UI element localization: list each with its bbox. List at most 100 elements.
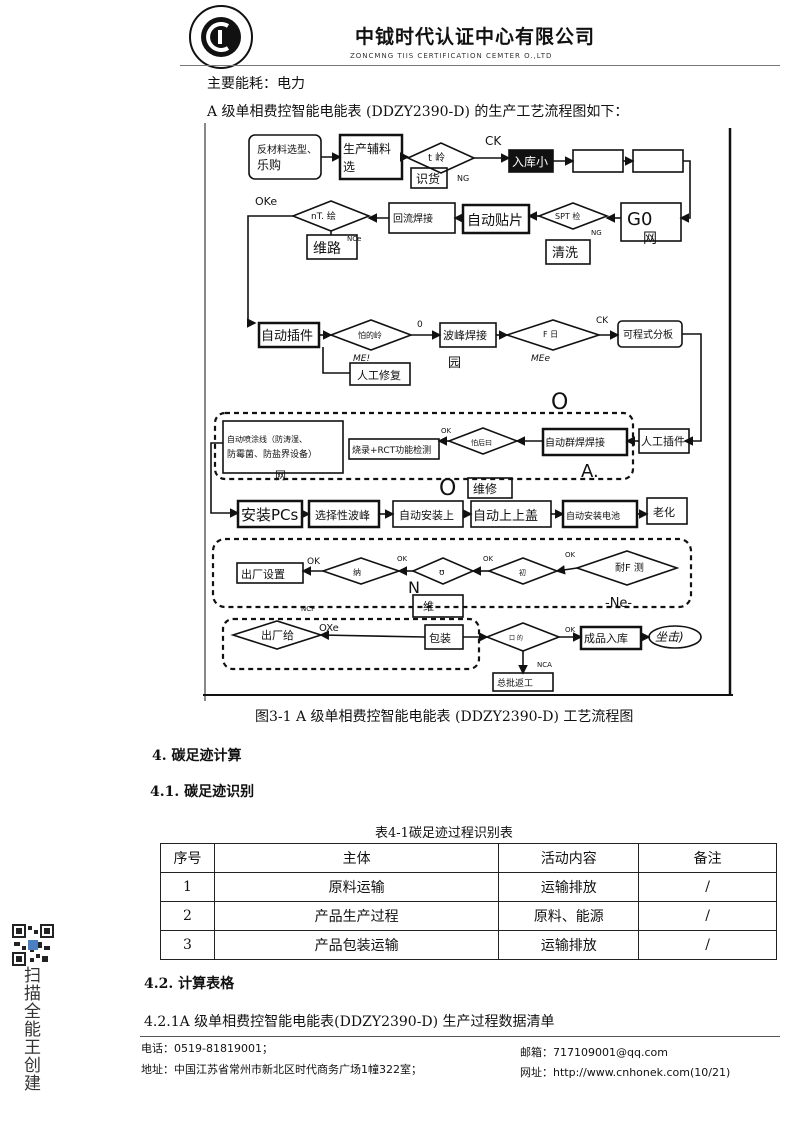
cell-remark: / xyxy=(638,872,777,902)
lbl-net4: 网 xyxy=(275,469,286,482)
lbl-d1: t 岭 xyxy=(428,151,445,164)
lbl-receive: 识货 xyxy=(416,171,440,186)
lbl-d2: nT. 绘 xyxy=(311,210,336,222)
lbl-me: ME! xyxy=(353,354,370,364)
cell-remark: / xyxy=(638,901,777,931)
group-row4 xyxy=(213,411,635,481)
lbl-aging: 老化 xyxy=(653,505,675,519)
footer-address: 地址：中国江苏省常州市新北区时代商务广场1幢322室； xyxy=(141,1063,422,1076)
box-go xyxy=(620,202,682,242)
section-4-1-title: 4.1. 碳足迹识别 xyxy=(150,784,255,800)
lbl-repair-road: 维路 xyxy=(313,241,341,257)
lbl-net: 网 xyxy=(643,231,657,247)
energy-text: 主要能耗：电力 xyxy=(207,76,305,92)
company-name: 中钺时代认证中心有限公司 xyxy=(355,26,596,48)
lbl-mee: MEe xyxy=(531,354,550,364)
lbl-sale: 坐击) xyxy=(655,630,684,644)
lbl-rework: 总批返工 xyxy=(497,677,533,689)
lbl-reflow: 回流焊接 xyxy=(393,212,433,225)
lbl-d61: 纳 xyxy=(353,567,361,577)
cell-subject: 产品包装运输 xyxy=(213,930,500,960)
lbl-ng1: NG xyxy=(457,174,469,183)
lbl-ok6b: OK xyxy=(397,555,408,563)
lbl-ok2: OKe xyxy=(255,195,277,208)
group-row6 xyxy=(211,537,693,609)
lbl-nce: NCe xyxy=(347,235,361,243)
lbl-nca: NCA xyxy=(537,661,552,669)
section-4-2-1-title: 4.2.1A 级单相费控智能电能表(DDZY2390-D) 生产过程数据清单 xyxy=(144,1014,555,1030)
cell-seq: 1 xyxy=(160,872,215,902)
flowchart-caption: 图3-1 A 级单相费控智能电能表 (DDZY2390-D) 工艺流程图 xyxy=(255,709,634,725)
lbl-withstand: 耐F 测 xyxy=(615,561,644,574)
lbl-d4: 怕后曰 xyxy=(471,438,492,447)
decision-withstand xyxy=(574,550,680,586)
lbl-zero: 0 xyxy=(417,320,423,330)
decision-r7 xyxy=(484,622,562,652)
scan-watermark: 扫描全能王创建 xyxy=(20,966,40,1092)
lbl-repair4: 维修 xyxy=(473,481,497,496)
table-row: 1 原料运输 运输排放 / xyxy=(160,872,777,902)
lbl-ng2: NG xyxy=(591,229,602,237)
lbl-d7: 口 的 xyxy=(509,634,523,642)
table-caption: 表4-1碳足迹过程识别表 xyxy=(375,826,513,841)
lbl-ok7: OK xyxy=(565,626,576,634)
lbl-a4: A. xyxy=(581,461,599,482)
group-row7 xyxy=(221,617,481,671)
lbl-insert: 自动插件 xyxy=(261,329,313,344)
lbl-raw-material: 反材料选型、 xyxy=(257,143,317,156)
lbl-split: 可程式分板 xyxy=(623,328,673,341)
lbl-ship: 出厂给 xyxy=(261,628,294,642)
box-manual-repair xyxy=(349,362,411,386)
lbl-auto-install: 自动安装上 xyxy=(399,508,454,522)
footer-rule xyxy=(140,1036,780,1037)
lbl-warehouse: 入库小 xyxy=(512,154,548,169)
lbl-clean: 清洗 xyxy=(552,246,578,261)
lbl-yuan: 园 xyxy=(448,356,461,371)
header-rule xyxy=(180,65,780,66)
cell-subject: 原料运输 xyxy=(213,872,500,902)
lbl-d62: ʊ xyxy=(439,568,445,578)
company-name-en: ZONCMNG TIIS CERTIFICATION CEMTER O.,LTD xyxy=(350,52,553,60)
lbl-smt: 自动贴片 xyxy=(467,213,523,229)
lbl-burn: 烧录+RCT功能检测 xyxy=(352,444,431,456)
lbl-manual-repair: 人工修复 xyxy=(357,368,401,382)
cell-seq: 2 xyxy=(160,901,215,931)
lbl-oxe: OXe xyxy=(319,623,339,634)
lbl-o3: O xyxy=(551,390,568,415)
lbl-ncf: NCF xyxy=(301,605,315,613)
lbl-ck1: CK xyxy=(485,134,502,148)
lbl-battery: 自动安装电池 xyxy=(566,510,620,522)
box-raw-material xyxy=(248,134,322,180)
process-flowchart: 反材料选型、 乐购 生产辅料 选 t 岭 CK 识货 NG 入库小 OKe nT… xyxy=(203,123,733,701)
cell-activity: 运输排放 xyxy=(498,930,640,960)
cell-activity: 运输排放 xyxy=(498,872,640,902)
decision-r6-1 xyxy=(320,557,402,585)
section-4-2-title: 4.2. 计算表格 xyxy=(144,976,235,992)
lbl-ok6c: OK xyxy=(483,555,494,563)
th-activity: 活动内容 xyxy=(498,843,640,873)
th-remark: 备注 xyxy=(638,843,777,873)
lbl-d3: 怕的岭 xyxy=(358,330,382,340)
box-repair-road xyxy=(306,234,358,260)
lbl-wave: 波峰焊接 xyxy=(443,328,487,342)
company-logo xyxy=(189,5,253,69)
lbl-o4: O xyxy=(439,476,456,501)
lbl-d63: 初 xyxy=(519,568,526,577)
footer-website: 网址：http://www.cnhonek.com(10/21) xyxy=(520,1066,731,1079)
cell-remark: / xyxy=(638,930,777,960)
lbl-spt: SPT 检 xyxy=(555,211,580,221)
box-spray xyxy=(222,420,344,474)
lbl-pack: 包装 xyxy=(429,632,451,645)
lbl-spray-2: 防霉菌、防盐界设备） xyxy=(227,448,317,460)
lbl-ne: -Ne- xyxy=(605,596,632,611)
lbl-n6: N xyxy=(408,578,420,597)
lbl-finished: 成品入库 xyxy=(584,632,628,645)
lbl-auto-cover: 自动上上盖 xyxy=(473,509,538,524)
lbl-repair6: 维 xyxy=(423,600,434,613)
lbl-spray: 自动喷涂线（防涛湿、 xyxy=(227,434,307,444)
cell-subject: 产品生产过程 xyxy=(213,901,500,931)
cell-seq: 3 xyxy=(160,930,215,960)
cell-activity: 原料、能源 xyxy=(498,901,640,931)
lbl-pcs: 安装PCs xyxy=(241,506,299,524)
lbl-raw-material-2: 乐购 xyxy=(257,157,281,172)
